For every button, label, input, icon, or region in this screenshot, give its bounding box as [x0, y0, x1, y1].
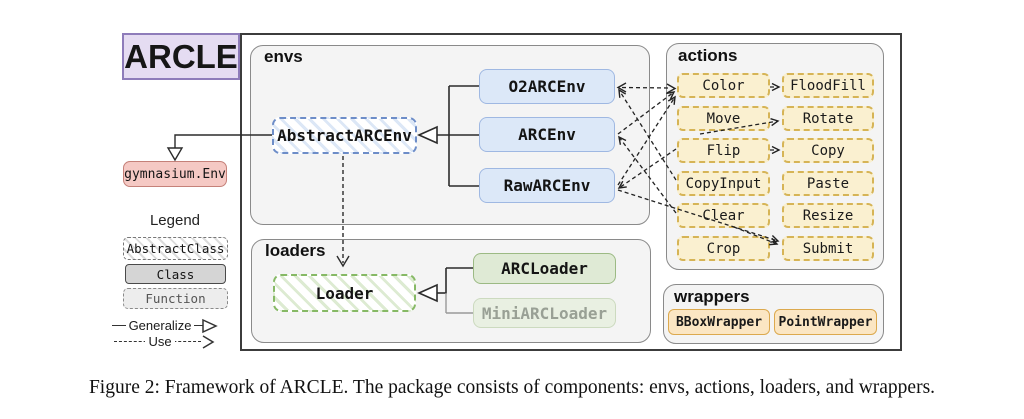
- action-clear: Clear: [677, 203, 770, 228]
- wrappers-section-label: wrappers: [674, 287, 750, 306]
- legend-generalize-row: Generalize: [112, 318, 218, 334]
- actions-section-label: actions: [678, 46, 738, 65]
- legend-use-label: Use: [114, 334, 206, 349]
- action-copy: Copy: [782, 138, 874, 163]
- legend-abstract-class: AbstractClass: [123, 237, 228, 260]
- action-floodfill: FloodFill: [782, 73, 874, 98]
- arcle-title-box: ARCLE: [122, 33, 240, 80]
- node-gymnasium-env: gymnasium.Env: [123, 161, 227, 187]
- node-arcenv: ARCEnv: [479, 117, 615, 152]
- use-chevron-icon: [202, 335, 215, 349]
- action-submit: Submit: [782, 236, 874, 261]
- action-move: Move: [677, 106, 770, 131]
- action-resize: Resize: [782, 203, 874, 228]
- envs-section-label: envs: [264, 47, 303, 66]
- node-o2arcenv: O2ARCEnv: [479, 69, 615, 104]
- node-miniarcloader: MiniARCLoader: [473, 298, 616, 328]
- action-copyinput: CopyInput: [677, 171, 770, 196]
- generalize-triangle-icon: [202, 318, 218, 334]
- legend-title: Legend: [149, 212, 201, 229]
- action-rotate: Rotate: [782, 106, 874, 131]
- hollow-triangle-icon: [166, 147, 184, 162]
- action-flip: Flip: [677, 138, 770, 163]
- node-rawarcenv: RawARCEnv: [479, 168, 615, 203]
- legend-function: Function: [123, 288, 228, 309]
- action-color: Color: [677, 73, 770, 98]
- legend-class: Class: [125, 264, 226, 284]
- node-abstract-arc-env: AbstractARCEnv: [272, 117, 417, 154]
- node-pointwrapper: PointWrapper: [774, 309, 877, 335]
- node-loader: Loader: [273, 274, 416, 312]
- node-arcloader: ARCLoader: [473, 253, 616, 284]
- loaders-section-label: loaders: [265, 241, 326, 260]
- action-crop: Crop: [677, 236, 770, 261]
- arcle-title: ARCLE: [124, 37, 238, 75]
- action-paste: Paste: [782, 171, 874, 196]
- legend-use-row: Use: [114, 334, 216, 350]
- figure-caption: Figure 2: Framework of ARCLE. The packag…: [88, 377, 936, 398]
- node-bboxwrapper: BBoxWrapper: [668, 309, 770, 335]
- legend-generalize-label: Generalize: [112, 318, 208, 333]
